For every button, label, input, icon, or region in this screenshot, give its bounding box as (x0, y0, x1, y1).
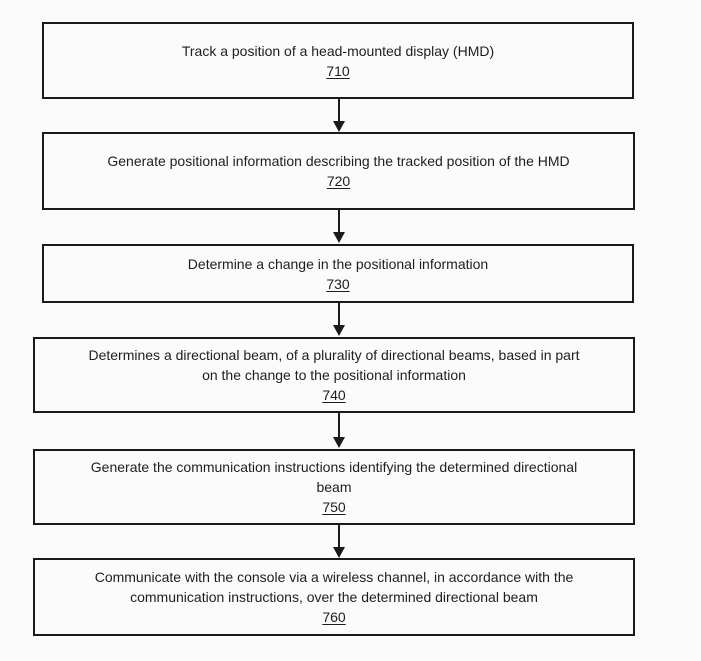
flow-step-750: Generate the communication instructions … (33, 449, 635, 525)
arrow-down-icon (332, 413, 345, 448)
arrow-head (332, 547, 345, 558)
arrow-down-icon (332, 210, 345, 243)
step-text: Generate positional information describi… (107, 153, 570, 169)
flow-step-740: Determines a directional beam, of a plur… (33, 337, 635, 413)
flow-step-730: Determine a change in the positional inf… (42, 244, 634, 303)
arrow-shaft (337, 525, 340, 547)
arrow-head (332, 232, 345, 243)
step-text: on the change to the positional informat… (202, 367, 466, 383)
step-text: Track a position of a head-mounted displ… (181, 42, 495, 59)
arrow-down-icon (332, 303, 345, 336)
arrow-shaft (337, 210, 340, 232)
step-number: 760 (322, 609, 346, 625)
flow-step-720: Generate positional information describi… (42, 132, 635, 210)
arrow-down-icon (332, 525, 345, 558)
arrow-head (332, 437, 345, 448)
flow-step-710: Track a position of a head-mounted displ… (42, 22, 634, 99)
arrow-head (332, 325, 345, 336)
step-text: Determines a directional beam, of a plur… (88, 347, 580, 363)
flow-step-760: Communicate with the console via a wirel… (33, 558, 635, 636)
step-number: 750 (322, 499, 346, 515)
step-text: Communicate with the console via a wirel… (94, 569, 574, 585)
step-text: Generate the communication instructions … (90, 459, 578, 475)
step-text: Determine a change in the positional inf… (187, 255, 489, 272)
step-text: communication instructions, over the det… (130, 589, 538, 605)
step-number: 710 (326, 62, 350, 79)
arrow-shaft (337, 413, 340, 437)
step-number: 720 (326, 173, 351, 189)
arrow-shaft (337, 303, 340, 325)
arrow-shaft (337, 99, 340, 121)
step-number: 730 (326, 275, 350, 292)
arrow-head (332, 121, 345, 132)
step-number: 740 (322, 387, 346, 403)
arrow-down-icon (332, 99, 345, 132)
step-text: beam (316, 479, 352, 495)
